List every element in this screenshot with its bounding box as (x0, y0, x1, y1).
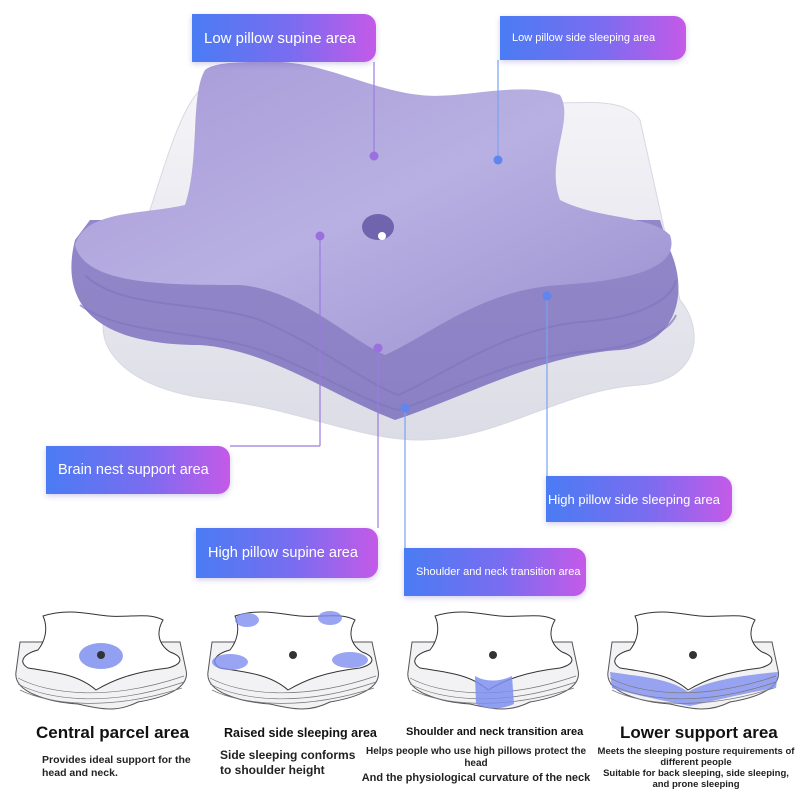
pillow-top (75, 61, 672, 355)
pointer-lines (230, 60, 548, 548)
center-hole-light (378, 232, 386, 240)
label-low-pillow-supine-area: Low pillow supine area (192, 14, 376, 62)
pillow-layer-lines (79, 274, 677, 412)
label-text: High pillow side sleeping area (548, 491, 720, 507)
label-high-pillow-supine-area: High pillow supine area (196, 528, 378, 578)
feature-desc-lower-support: Meets the sleeping posture requirements … (597, 746, 795, 768)
label-text: Shoulder and neck transition area (416, 566, 581, 578)
feature-title-shoulder-neck: Shoulder and neck transition area (406, 726, 584, 738)
pillow-illustration (71, 60, 695, 548)
label-shoulder-neck-transition-area: Shoulder and neck transition area (404, 548, 586, 596)
label-text: High pillow supine area (208, 545, 358, 561)
anchor-dots (315, 151, 552, 413)
feature-title-lower-support: Lower support area (620, 723, 778, 742)
label-text: Low pillow supine area (204, 29, 356, 47)
feature-desc-shoulder-neck: Helps people who use high pillows protec… (365, 746, 587, 769)
label-brain-nest-support-area: Brain nest support area (46, 446, 230, 494)
mini-pillow-shoulder-neck (407, 611, 579, 710)
label-high-pillow-side-sleeping-area: High pillow side sleeping area (546, 476, 732, 522)
mini-pillow-raised-side (207, 611, 379, 710)
feature-desc-raised-side: Side sleeping conforms to shoulder heigh… (220, 748, 356, 777)
feature-desc-lower-support-2: Suitable for back sleeping, side sleepin… (603, 768, 789, 790)
feature-desc-shoulder-neck-2: And the physiological curvature of the n… (361, 772, 591, 784)
feature-title-raised-side: Raised side sleeping area (224, 726, 377, 740)
feature-desc-central-parcel: Provides ideal support for the head and … (42, 754, 191, 779)
label-text: Brain nest support area (58, 462, 209, 478)
center-hole (362, 214, 394, 240)
mini-pillow-central-parcel (15, 611, 187, 710)
label-text: Low pillow side sleeping area (512, 32, 656, 44)
label-low-pillow-side-sleeping-area: Low pillow side sleeping area (500, 16, 686, 60)
feature-title-central-parcel: Central parcel area (36, 723, 190, 742)
mini-pillow-lower-support (607, 611, 779, 710)
